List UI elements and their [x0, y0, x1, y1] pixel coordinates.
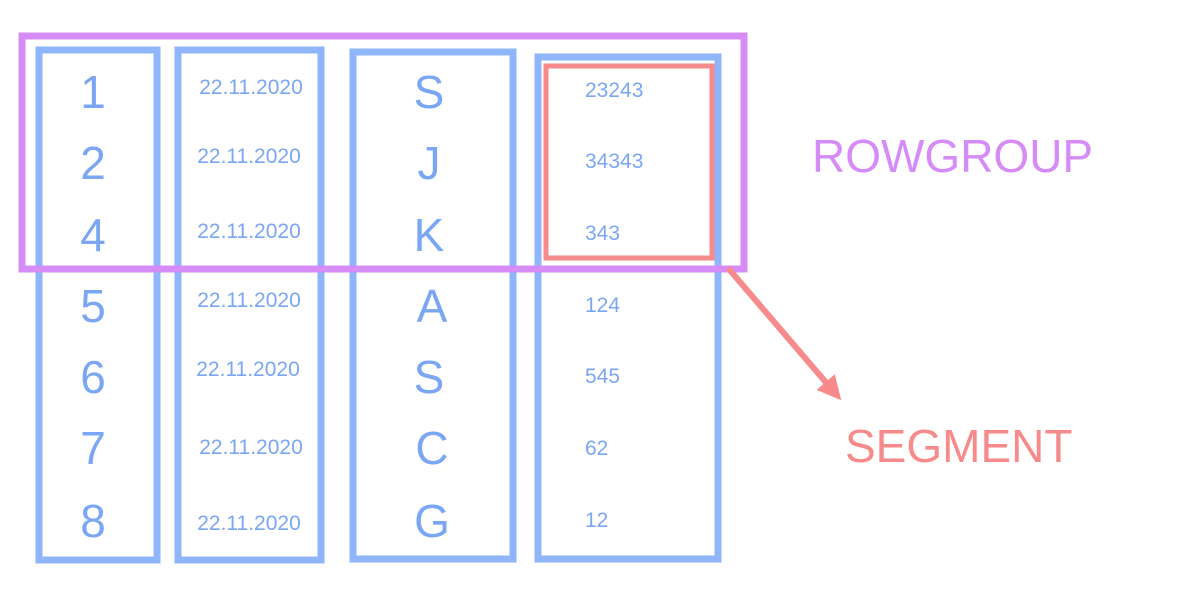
- value-cell: 12: [585, 509, 608, 532]
- value-cell: 23243: [585, 79, 643, 102]
- value-cell: 343: [585, 222, 620, 245]
- value-cell: 124: [585, 294, 620, 317]
- id-cell: 5: [80, 280, 106, 332]
- date-cell: 22.11.2020: [199, 76, 303, 99]
- column-box-value: [534, 53, 722, 563]
- date-cell: 22.11.2020: [197, 145, 301, 168]
- date-cell: 22.11.2020: [197, 220, 301, 243]
- column-date-cells: 22.11.2020 22.11.2020 22.11.2020 22.11.2020…: [196, 76, 303, 535]
- id-cell: 1: [80, 66, 106, 118]
- letter-cell: K: [414, 209, 445, 261]
- segment-arrow: [725, 266, 842, 401]
- letter-cell: J: [418, 137, 441, 189]
- column-box-date: [174, 46, 325, 564]
- rowgroup-outline: [18, 32, 748, 273]
- column-box-letter: [349, 48, 517, 563]
- value-cell: 34343: [585, 150, 643, 173]
- letter-cell: S: [414, 66, 445, 118]
- column-id-cells: 1 2 4 5 6 7 8: [80, 66, 106, 547]
- rowgroup-label: ROWGROUP: [812, 130, 1093, 182]
- date-cell: 22.11.2020: [199, 436, 303, 459]
- letter-cell: S: [414, 351, 445, 403]
- letter-cell: C: [415, 422, 448, 474]
- id-cell: 4: [80, 209, 106, 261]
- id-cell: 8: [80, 495, 106, 547]
- column-value-cells: 23243 34343 343 124 545 62 12: [585, 79, 643, 532]
- id-cell: 2: [80, 137, 106, 189]
- letter-cell: A: [417, 280, 448, 332]
- column-box-id: [35, 46, 161, 564]
- segment-outline: [543, 63, 715, 261]
- date-cell: 22.11.2020: [197, 289, 301, 312]
- date-cell: 22.11.2020: [196, 358, 300, 381]
- value-cell: 545: [585, 365, 620, 388]
- value-cell: 62: [585, 437, 608, 460]
- date-cell: 22.11.2020: [197, 512, 301, 535]
- id-cell: 6: [80, 351, 106, 403]
- id-cell: 7: [80, 422, 106, 474]
- letter-cell: G: [414, 495, 450, 547]
- segment-label: SEGMENT: [845, 420, 1072, 472]
